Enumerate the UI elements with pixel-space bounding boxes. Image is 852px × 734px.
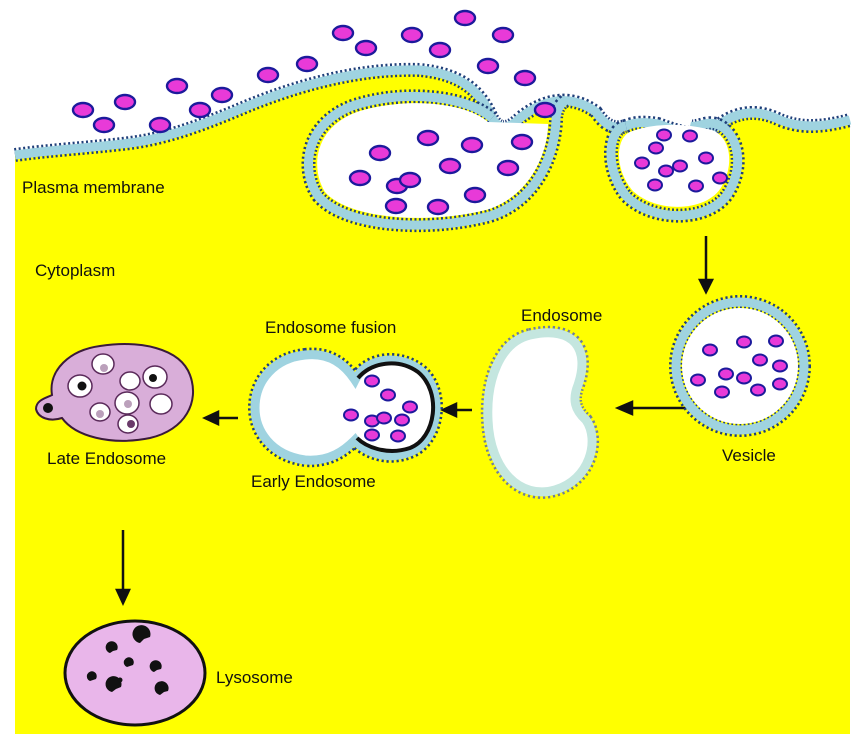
early-endosome: [255, 355, 436, 461]
early-endosome-label: Early Endosome: [251, 473, 376, 490]
lysosome-label: Lysosome: [216, 669, 293, 686]
plasma-membrane-label: Plasma membrane: [22, 179, 165, 196]
endosome-fusion-label: Endosome fusion: [265, 319, 396, 336]
cytoplasm-label: Cytoplasm: [35, 262, 115, 279]
lysosome: [65, 621, 205, 725]
vesicle: [676, 302, 804, 430]
vesicle-label: Vesicle: [722, 447, 776, 464]
late-endosome-label: Late Endosome: [47, 450, 166, 467]
endosome-label: Endosome: [521, 307, 602, 324]
endosome: [488, 333, 592, 492]
